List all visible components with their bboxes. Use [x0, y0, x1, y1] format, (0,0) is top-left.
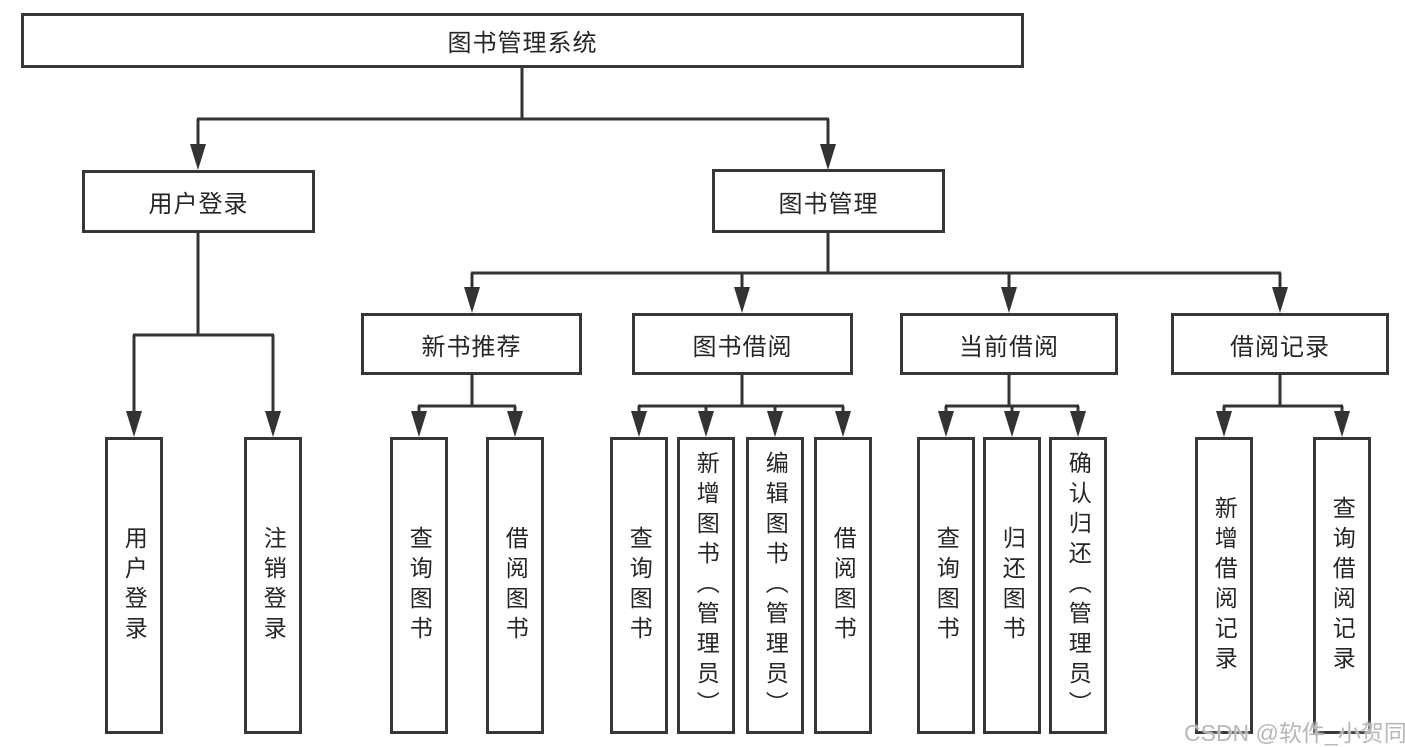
leaf-query-borrow-record: 查询借阅记录 [1313, 437, 1371, 734]
connector-newbook-to-leaves [417, 375, 517, 414]
leaf-return-book-label: 归还图书 [999, 525, 1026, 646]
leaf-borrow-books-borrow: 借阅图书 [814, 437, 872, 734]
node-root: 图书管理系统 [21, 13, 1024, 68]
leaf-logout: 注销登录 [244, 437, 302, 734]
leaf-logout-label: 注销登录 [260, 525, 287, 646]
leaf-query-books-recommend-label: 查询图书 [406, 525, 433, 646]
connector-userlogin-to-leaves [132, 233, 275, 415]
leaf-query-borrow-record-label: 查询借阅记录 [1329, 495, 1356, 676]
connector-currentborrow-to-leaves [944, 375, 1080, 414]
node-borrow-records: 借阅记录 [1171, 313, 1389, 375]
arrowheads [126, 144, 1350, 437]
node-book-management-label: 图书管理 [778, 190, 879, 218]
connector-root-to-level2 [196, 68, 830, 148]
leaf-query-books-borrow-label: 查询图书 [626, 525, 653, 646]
leaf-query-books-current-label: 查询图书 [933, 525, 960, 646]
leaf-return-book: 归还图书 [983, 437, 1041, 734]
leaf-user-login-label: 用户登录 [121, 525, 148, 646]
leaf-query-books-recommend: 查询图书 [390, 437, 448, 734]
node-user-login: 用户登录 [82, 170, 315, 233]
leaf-add-borrow-record: 新增借阅记录 [1195, 437, 1253, 734]
node-current-borrow: 当前借阅 [900, 313, 1118, 375]
leaf-add-borrow-record-label: 新增借阅记录 [1211, 495, 1238, 676]
connector-bookmgmt-to-level3 [470, 233, 1282, 293]
leaf-add-book-admin: 新增图书（管理员） [677, 437, 735, 734]
leaf-confirm-return-admin: 确认归还（管理员） [1049, 437, 1107, 734]
connector-borrowrecords-to-leaves [1222, 375, 1344, 414]
node-book-borrow: 图书借阅 [632, 313, 853, 375]
leaf-edit-book-admin: 编辑图书（管理员） [746, 437, 804, 734]
node-new-book-recommend-label: 新书推荐 [421, 333, 522, 361]
leaf-borrow-books-recommend: 借阅图书 [486, 437, 544, 734]
node-new-book-recommend: 新书推荐 [361, 313, 582, 375]
node-root-label: 图书管理系统 [447, 30, 598, 57]
leaf-add-book-admin-label: 新增图书（管理员） [693, 450, 720, 721]
watermark: CSDN @软件_小贺同学 [1184, 720, 1405, 746]
leaf-edit-book-admin-label: 编辑图书（管理员） [762, 450, 789, 721]
node-user-login-label: 用户登录 [148, 191, 249, 218]
leaf-borrow-books-recommend-label: 借阅图书 [502, 525, 529, 646]
leaf-borrow-books-borrow-label: 借阅图书 [830, 525, 857, 646]
leaf-confirm-return-admin-label: 确认归还（管理员） [1065, 450, 1092, 721]
node-borrow-records-label: 借阅记录 [1230, 333, 1330, 361]
leaf-query-books-current: 查询图书 [917, 437, 975, 734]
node-current-borrow-label: 当前借阅 [959, 333, 1059, 361]
leaf-query-books-borrow: 查询图书 [610, 437, 668, 734]
connector-bookborrow-to-leaves [637, 375, 845, 414]
node-book-borrow-label: 图书借阅 [692, 333, 793, 361]
node-book-management: 图书管理 [712, 169, 945, 233]
leaf-user-login: 用户登录 [105, 437, 163, 734]
